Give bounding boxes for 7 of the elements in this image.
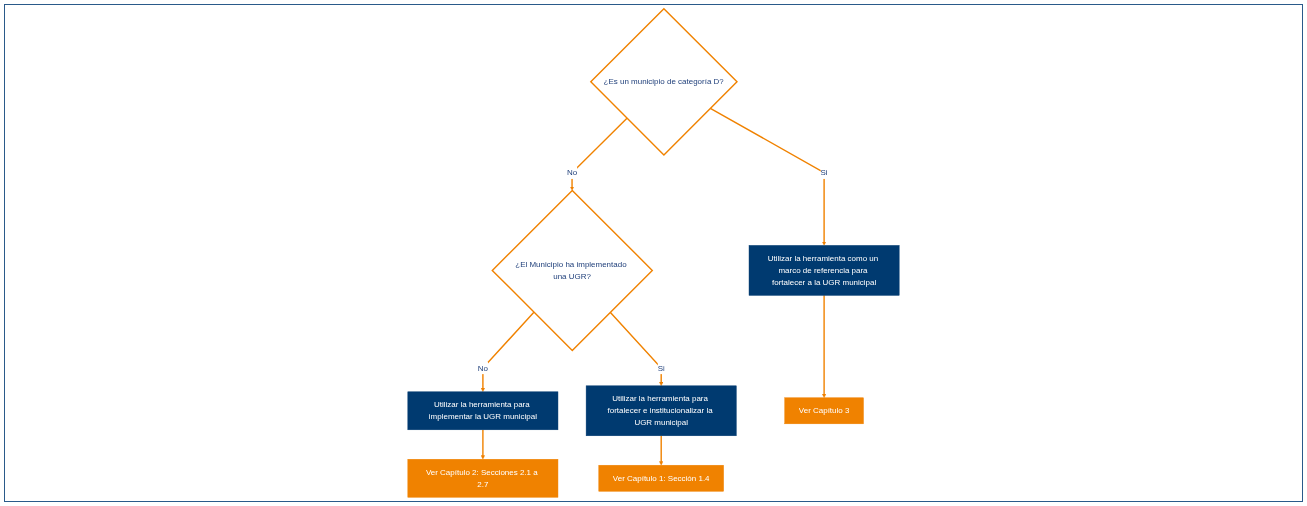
arrow: [480, 429, 485, 460]
arrow: [709, 107, 827, 246]
arrow: [570, 117, 628, 191]
arrow: [609, 311, 664, 386]
arrow: [822, 294, 827, 398]
arrow: [480, 311, 535, 392]
arrow: [659, 435, 664, 466]
